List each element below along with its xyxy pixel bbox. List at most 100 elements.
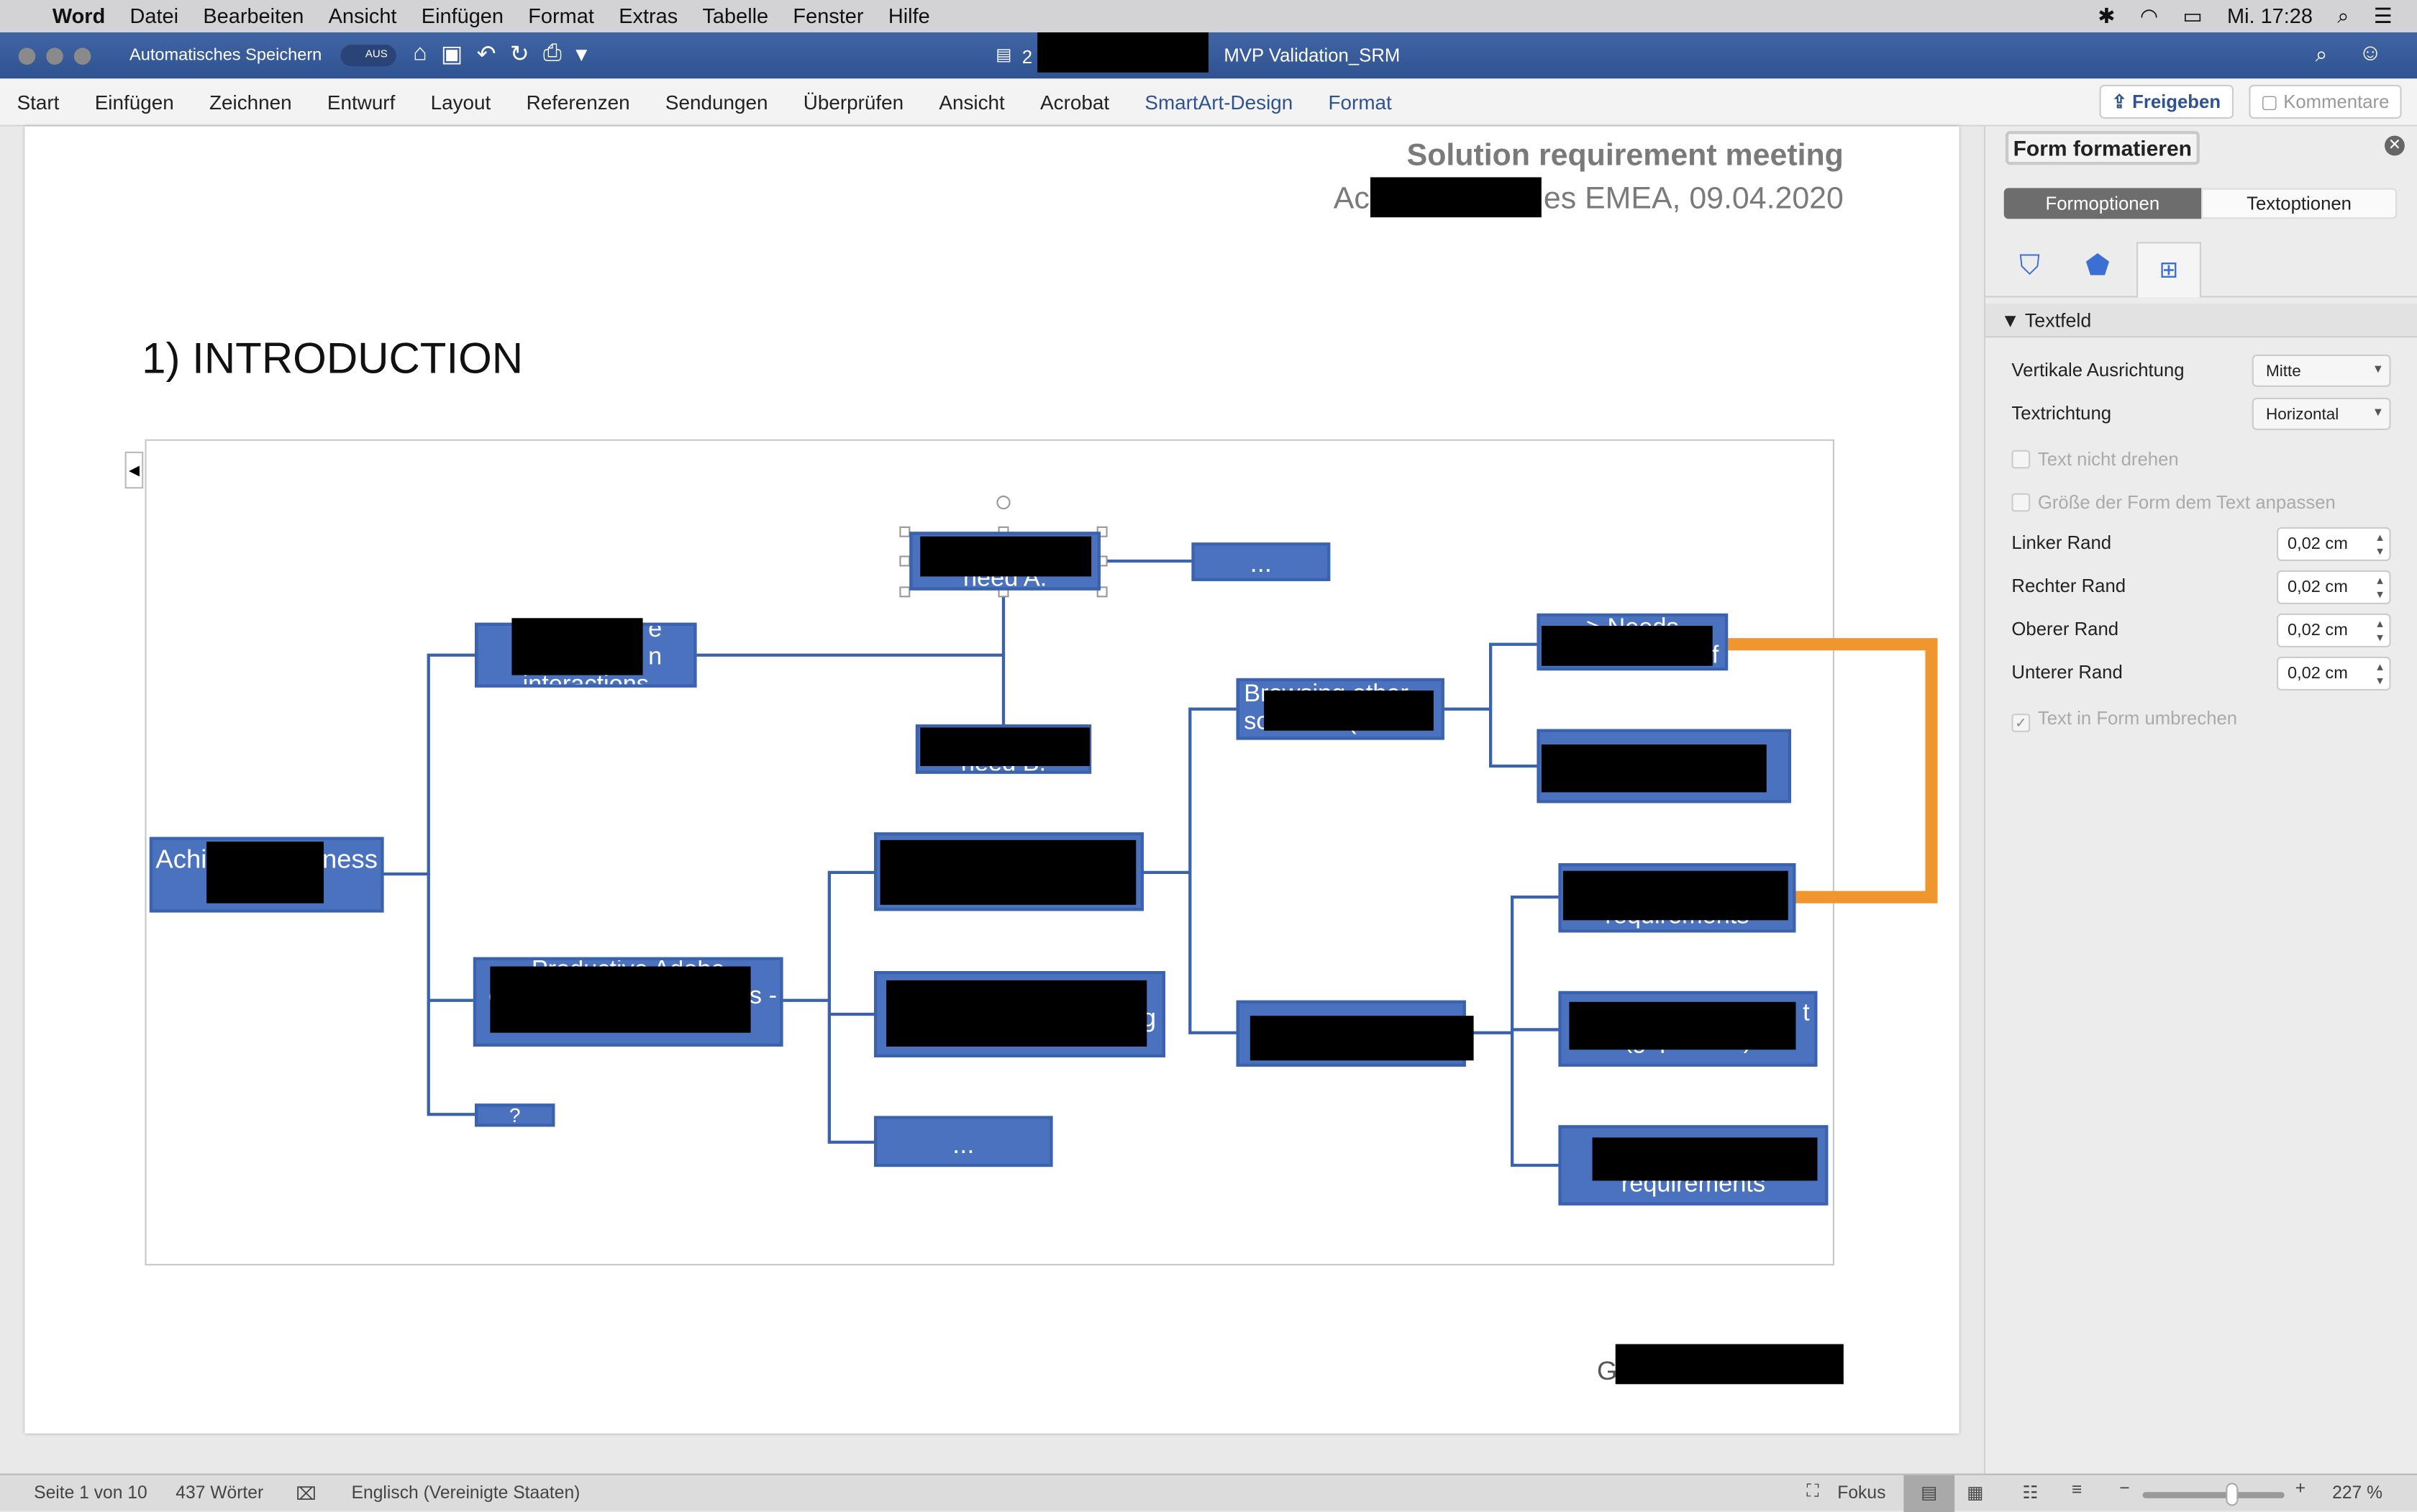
menu-einfuegen[interactable]: Einfügen bbox=[421, 4, 504, 28]
redo-icon[interactable]: ↻ bbox=[509, 41, 529, 68]
proofing-icon[interactable]: ⌧ bbox=[296, 1485, 317, 1505]
text-direction-select[interactable]: Horizontal bbox=[2252, 397, 2391, 430]
web-layout-view-icon[interactable]: ▦ bbox=[1967, 1484, 1984, 1503]
doc-title[interactable]: MVP Validation_SRM bbox=[1224, 45, 1401, 67]
footer-text: G bbox=[1597, 1356, 1618, 1386]
tab-format[interactable]: Format bbox=[1328, 90, 1392, 114]
tab-ueberpruefen[interactable]: Überprüfen bbox=[803, 90, 904, 114]
window-controls[interactable] bbox=[18, 47, 91, 65]
tab-sendungen[interactable]: Sendungen bbox=[665, 90, 768, 114]
smartart-frame[interactable] bbox=[145, 439, 1835, 1266]
page-count[interactable]: Seite 1 von 10 bbox=[34, 1484, 147, 1503]
tab-smartart-design[interactable]: SmartArt-Design bbox=[1144, 90, 1293, 114]
bluetooth-icon[interactable]: ✱ bbox=[2098, 4, 2116, 27]
tab-einfuegen[interactable]: Einfügen bbox=[94, 90, 174, 114]
autosave-label: Automatisches Speichern bbox=[129, 46, 322, 65]
zoom-out-icon[interactable]: − bbox=[2119, 1480, 2130, 1498]
home-icon[interactable]: ⌂ bbox=[413, 40, 427, 67]
minimize-window-button[interactable] bbox=[46, 47, 63, 65]
share-label: Freigeben bbox=[2132, 91, 2221, 113]
close-pane-icon[interactable]: ✕ bbox=[2385, 135, 2405, 156]
tab-acrobat[interactable]: Acrobat bbox=[1040, 90, 1110, 114]
save-icon[interactable]: ▣ bbox=[440, 41, 463, 68]
search-icon[interactable]: ⌕ bbox=[2315, 41, 2328, 67]
doc-title-prefix: 2 bbox=[1021, 46, 1033, 68]
tab-textoptionen[interactable]: Textoptionen bbox=[2201, 188, 2398, 219]
battery-icon[interactable]: ▭ bbox=[2182, 4, 2203, 27]
spotlight-icon[interactable]: ⌕ bbox=[2337, 4, 2349, 27]
menu-extras[interactable]: Extras bbox=[619, 4, 678, 28]
pane-title: Form formatieren bbox=[2005, 131, 2200, 165]
draft-view-icon[interactable]: ≡ bbox=[2072, 1481, 2083, 1500]
section-heading: 1) INTRODUCTION bbox=[142, 334, 524, 383]
fill-line-icon[interactable]: ⛉ bbox=[2019, 250, 2041, 281]
comments-button[interactable]: ▢ Kommentare bbox=[2248, 84, 2402, 119]
menu-bearbeiten[interactable]: Bearbeiten bbox=[203, 4, 304, 28]
section-textfeld[interactable]: ▼ Textfeld bbox=[1985, 304, 2417, 338]
zoom-slider[interactable] bbox=[2142, 1492, 2285, 1498]
header-sub-end: es EMEA, 09.04.2020 bbox=[1543, 181, 1844, 216]
menu-ansicht[interactable]: Ansicht bbox=[328, 4, 397, 28]
comment-icon: ▢ bbox=[2260, 91, 2284, 113]
wifi-icon[interactable]: ◠ bbox=[2139, 4, 2159, 27]
menu-fenster[interactable]: Fenster bbox=[793, 4, 864, 28]
clock[interactable]: Mi. 17:28 bbox=[2226, 4, 2313, 28]
no-rotate-checkbox[interactable]: Text nicht drehen bbox=[2011, 448, 2179, 470]
menu-datei[interactable]: Datei bbox=[129, 4, 179, 28]
checkbox-label: Text nicht drehen bbox=[2037, 448, 2179, 470]
size-properties-icon[interactable]: ⊞ bbox=[2136, 242, 2201, 298]
share-button[interactable]: ⇪ Freigeben bbox=[2099, 84, 2234, 119]
customize-toolbar-icon[interactable]: ▾ bbox=[575, 41, 588, 68]
word-doc-icon: ▤ bbox=[996, 46, 1012, 65]
margin-top-input[interactable]: 0,02 cm bbox=[2277, 613, 2391, 647]
tab-zeichnen[interactable]: Zeichnen bbox=[209, 90, 292, 114]
zoom-window-button[interactable] bbox=[73, 47, 91, 65]
macos-menubar: Word Datei Bearbeiten Ansicht Einfügen F… bbox=[0, 0, 2417, 32]
header-title: Solution requirement meeting bbox=[1406, 138, 1844, 173]
share-icon: ⇪ bbox=[2111, 91, 2133, 113]
vertical-alignment-label: Vertikale Ausrichtung bbox=[2011, 359, 2185, 381]
tab-start[interactable]: Start bbox=[17, 90, 60, 114]
zoom-slider-handle[interactable] bbox=[2226, 1483, 2239, 1506]
margin-right-label: Rechter Rand bbox=[2011, 575, 2126, 597]
divider bbox=[1985, 296, 2417, 298]
undo-icon[interactable]: ↶ bbox=[476, 41, 496, 68]
margin-top-label: Oberer Rand bbox=[2011, 618, 2119, 640]
margin-bottom-input[interactable]: 0,02 cm bbox=[2277, 656, 2391, 691]
redaction bbox=[1370, 177, 1542, 218]
effects-pentagon-icon[interactable]: ⬟ bbox=[2085, 250, 2110, 281]
close-window-button[interactable] bbox=[18, 47, 36, 65]
language[interactable]: Englisch (Vereinigte Staaten) bbox=[351, 1484, 581, 1503]
menu-format[interactable]: Format bbox=[528, 4, 594, 28]
wrap-text-checkbox[interactable]: ✓Text in Form umbrechen bbox=[2011, 708, 2237, 732]
zoom-level[interactable]: 227 % bbox=[2332, 1484, 2383, 1503]
tab-entwurf[interactable]: Entwurf bbox=[327, 90, 396, 114]
tab-layout[interactable]: Layout bbox=[430, 90, 491, 114]
vertical-alignment-select[interactable]: Mitte bbox=[2252, 354, 2391, 387]
notification-center-icon[interactable]: ☰ bbox=[2373, 4, 2393, 27]
tab-referenzen[interactable]: Referenzen bbox=[526, 90, 630, 114]
checkbox-label: Größe der Form dem Text anpassen bbox=[2037, 491, 2336, 514]
autofit-checkbox[interactable]: Größe der Form dem Text anpassen bbox=[2011, 491, 2336, 514]
feedback-smiley-icon[interactable]: ☺ bbox=[2358, 40, 2382, 67]
format-shape-pane: Form formatieren ✕ Formoptionen Textopti… bbox=[1983, 126, 2417, 1474]
redaction bbox=[1615, 1344, 1844, 1385]
zoom-in-icon[interactable]: + bbox=[2295, 1480, 2306, 1498]
menu-word[interactable]: Word bbox=[52, 4, 106, 28]
tab-formoptionen[interactable]: Formoptionen bbox=[2003, 188, 2201, 219]
word-count[interactable]: 437 Wörter bbox=[176, 1484, 264, 1503]
margin-right-input[interactable]: 0,02 cm bbox=[2277, 570, 2391, 604]
print-layout-view-icon[interactable]: ▤ bbox=[1903, 1475, 1955, 1512]
margin-left-input[interactable]: 0,02 cm bbox=[2277, 527, 2391, 561]
menu-tabelle[interactable]: Tabelle bbox=[702, 4, 769, 28]
print-icon[interactable]: ⎙ bbox=[543, 40, 562, 67]
menu-hilfe[interactable]: Hilfe bbox=[888, 4, 930, 28]
tab-ansicht[interactable]: Ansicht bbox=[939, 90, 1005, 114]
focus-icon[interactable]: ⛶ bbox=[1806, 1483, 1819, 1502]
redaction bbox=[1037, 32, 1208, 73]
autosave-toggle[interactable]: AUS bbox=[340, 45, 396, 67]
section-label: Textfeld bbox=[2024, 309, 2092, 332]
outline-view-icon[interactable]: ☷ bbox=[2022, 1484, 2039, 1503]
focus-label[interactable]: Fokus bbox=[1837, 1484, 1886, 1503]
